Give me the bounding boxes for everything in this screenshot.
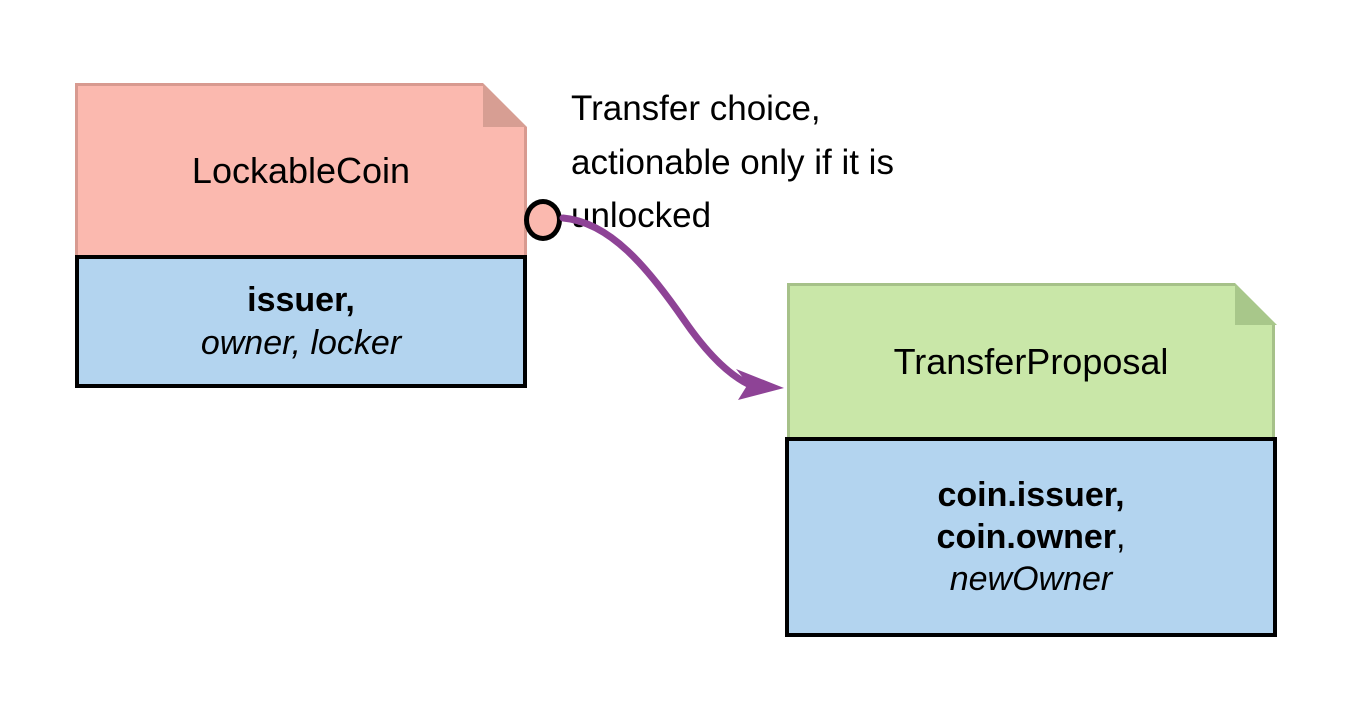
lockable-coin-attributes[interactable]: issuer, owner, locker: [75, 255, 527, 388]
transfer-proposal-header[interactable]: TransferProposal: [787, 283, 1275, 437]
transfer-proposal-attr-coin-owner-bold: coin.owner: [936, 517, 1116, 556]
transfer-proposal-attr-coin-owner-comma: ,: [1116, 517, 1126, 556]
choice-port-circle-icon[interactable]: [524, 199, 562, 241]
transfer-proposal-corner-fold-icon: [1235, 283, 1277, 325]
arrow-head-icon: [736, 369, 784, 400]
transfer-proposal-attr-coin-owner: coin.owner,: [937, 516, 1126, 558]
transfer-choice-annotation: Transfer choice, actionable only if it i…: [571, 82, 1041, 243]
annotation-line-1: Transfer choice,: [571, 89, 821, 128]
lockable-coin-corner-fold-icon: [483, 83, 527, 127]
transfer-proposal-attributes[interactable]: coin.issuer, coin.owner, newOwner: [785, 437, 1277, 637]
transfer-proposal-attr-new-owner: newOwner: [949, 560, 1113, 599]
lockable-coin-attr-owner-locker: owner, locker: [200, 323, 402, 362]
annotation-line-3: unlocked: [571, 196, 712, 236]
lockable-coin-header[interactable]: LockableCoin: [75, 83, 527, 255]
transfer-proposal-attr-coin-issuer: coin.issuer,: [937, 475, 1125, 514]
transfer-proposal-title: TransferProposal: [893, 340, 1169, 382]
annotation-line-2: actionable only if it is: [571, 142, 894, 182]
lockable-coin-attr-issuer: issuer,: [247, 281, 355, 320]
lockable-coin-title: LockableCoin: [191, 149, 411, 191]
arrow-path: [559, 214, 752, 388]
